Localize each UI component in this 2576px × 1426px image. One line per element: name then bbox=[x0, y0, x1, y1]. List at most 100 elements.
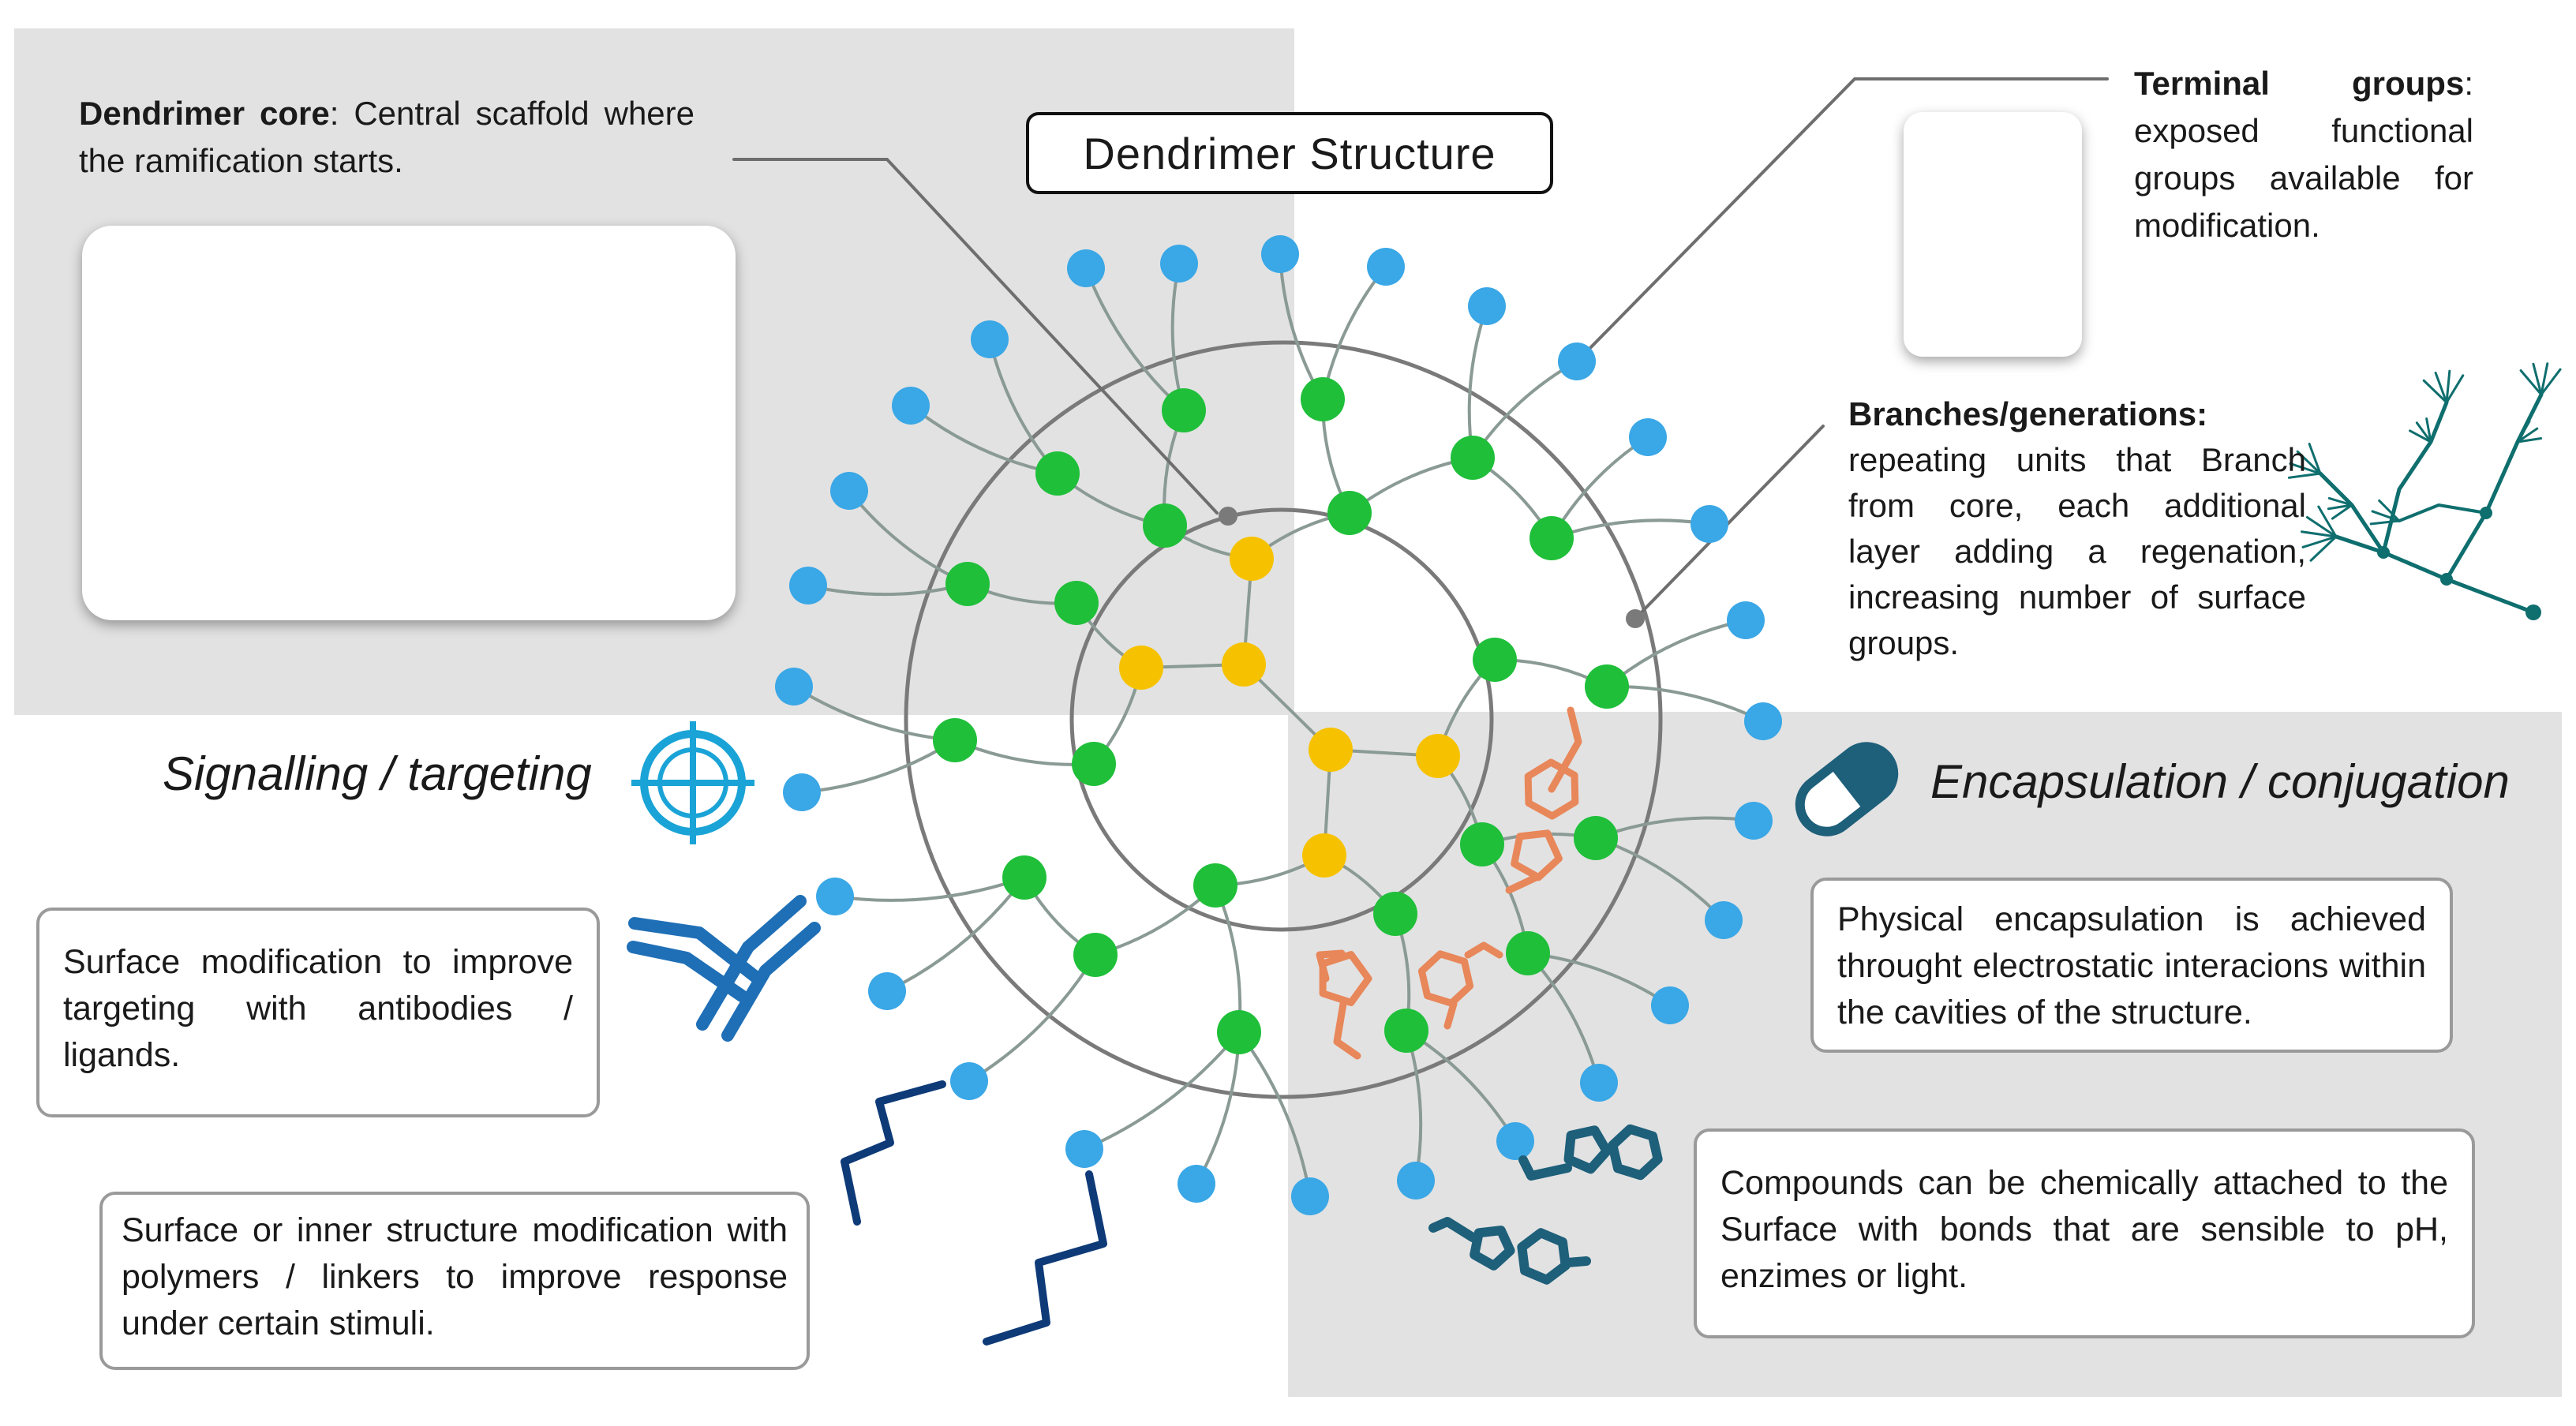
branch-bond bbox=[1214, 885, 1242, 1033]
signalling-box-polymers: Surface or inner structure modification … bbox=[99, 1192, 810, 1370]
branch-node bbox=[1574, 816, 1618, 860]
signalling-title: Signalling / targeting bbox=[163, 747, 592, 800]
tree-icon-node bbox=[2440, 573, 2453, 586]
signalling-box-antibodies: Surface modification to improve targetin… bbox=[36, 908, 600, 1117]
branches-callout-dot bbox=[1626, 609, 1645, 628]
tree-icon-twig bbox=[2516, 437, 2543, 444]
branch-node bbox=[1460, 822, 1504, 866]
terminal-node bbox=[1291, 1177, 1329, 1215]
core-node bbox=[1230, 537, 1274, 581]
branch-node bbox=[1301, 377, 1345, 421]
branch-node bbox=[1193, 863, 1237, 908]
encapsulation-title: Encapsulation / conjugation bbox=[1930, 755, 2510, 808]
terminal-node bbox=[868, 972, 906, 1010]
terminal-bond bbox=[801, 739, 957, 794]
terminal-node bbox=[892, 387, 930, 425]
branch-node bbox=[1072, 742, 1116, 786]
tree-icon-twig bbox=[2425, 417, 2432, 444]
drug-molecule-chain bbox=[1316, 949, 1346, 982]
tree-icon-twig bbox=[2445, 369, 2451, 404]
terminal-node bbox=[971, 320, 1009, 358]
core-node bbox=[1222, 642, 1266, 687]
conjugate-chain bbox=[1563, 1256, 1591, 1267]
terminal-node bbox=[1367, 248, 1405, 286]
tree-icon-node bbox=[2377, 546, 2390, 559]
branch-node bbox=[1530, 516, 1574, 560]
branch-node bbox=[933, 718, 977, 762]
polymer-linker-icon bbox=[983, 1170, 1107, 1346]
antibody-icon-stem bbox=[696, 895, 807, 1031]
conjugate-chain bbox=[1428, 1217, 1477, 1242]
terminal-bond bbox=[1405, 1029, 1517, 1143]
terminal-node bbox=[830, 472, 868, 510]
polymer-linker-icon bbox=[841, 1080, 946, 1226]
drug-molecule-chain bbox=[1443, 1000, 1458, 1030]
encapsulation-box-physical: Physical encapsulation is achieved throu… bbox=[1810, 878, 2453, 1053]
terminal-bond bbox=[988, 339, 1059, 475]
tree-icon-twig bbox=[2327, 503, 2353, 511]
tree-icon-twig bbox=[2409, 429, 2432, 444]
terminal-node bbox=[1261, 235, 1299, 273]
branches-heading: Branches/generations: bbox=[1848, 395, 2208, 432]
branch-node bbox=[1217, 1010, 1261, 1054]
terminal-groups-box bbox=[1904, 112, 2082, 357]
capsule-icon bbox=[1795, 742, 1899, 837]
title-box: Dendrimer Structure bbox=[1026, 112, 1553, 194]
terminal-description: Terminal groups: exposed functional grou… bbox=[2134, 60, 2473, 249]
core-node bbox=[1119, 646, 1163, 690]
tree-icon-twig bbox=[2301, 535, 2338, 548]
core-callout-line bbox=[732, 158, 1219, 515]
tree-icon-twig bbox=[2540, 368, 2562, 396]
branch-node bbox=[1451, 436, 1495, 480]
tree-icon-twig bbox=[2371, 510, 2401, 522]
drug-molecule-ring bbox=[1524, 758, 1579, 820]
tree-icon-twig bbox=[2305, 515, 2338, 538]
terminal-bond bbox=[1551, 518, 1710, 540]
page-title: Dendrimer Structure bbox=[1083, 128, 1496, 178]
terminal-node bbox=[950, 1062, 988, 1100]
tree-icon-twig bbox=[2331, 503, 2353, 520]
branch-node bbox=[1585, 664, 1629, 709]
branch-node bbox=[1384, 1009, 1428, 1053]
tree-icon-twig bbox=[2516, 420, 2531, 444]
terminal-node bbox=[816, 878, 854, 915]
branch-node bbox=[1373, 892, 1417, 936]
terminal-heading: Terminal groups bbox=[2134, 65, 2465, 102]
terminal-callout-line bbox=[1582, 77, 2109, 357]
terminal-bond bbox=[1595, 816, 1754, 840]
terminal-bond bbox=[807, 582, 968, 597]
branch-node bbox=[1035, 451, 1080, 496]
drug-molecule-ring bbox=[1417, 950, 1474, 1007]
terminal-bond bbox=[1237, 1031, 1312, 1197]
tree-icon-twig bbox=[2540, 362, 2549, 396]
terminal-bond bbox=[1606, 684, 1764, 723]
terminal-node bbox=[1397, 1162, 1435, 1200]
branches-callout-line bbox=[1632, 425, 1825, 622]
signalling-box-polymers-text: Surface or inner structure modification … bbox=[122, 1211, 788, 1342]
tree-icon-branch bbox=[2398, 503, 2488, 522]
core-node bbox=[1302, 833, 1346, 878]
conjugate-chain bbox=[1518, 1155, 1572, 1181]
terminal-node bbox=[1065, 1130, 1103, 1168]
outer-generation-ring bbox=[904, 340, 1663, 1099]
terminal-node bbox=[789, 567, 827, 604]
conjugate-ring bbox=[1517, 1228, 1571, 1285]
core-molecules-box bbox=[82, 226, 736, 620]
tree-icon-node bbox=[2480, 507, 2492, 519]
branch-node bbox=[1327, 491, 1372, 535]
tree-icon-twig bbox=[2519, 369, 2543, 396]
tree-icon-twig bbox=[2422, 379, 2448, 404]
tree-icon-twig bbox=[2289, 462, 2322, 475]
tree-icon-twig bbox=[2445, 374, 2465, 404]
core-heading: Dendrimer core bbox=[79, 95, 330, 132]
tree-icon-branch bbox=[2381, 400, 2449, 555]
branch-node bbox=[1473, 638, 1517, 682]
branch-node bbox=[1054, 581, 1099, 625]
terminal-node bbox=[1178, 1165, 1215, 1203]
tree-icon-twig bbox=[2378, 499, 2401, 522]
terminal-node bbox=[1744, 702, 1782, 740]
core-callout-dot bbox=[1219, 507, 1237, 526]
tree-icon-twig bbox=[2308, 442, 2322, 475]
terminal-node bbox=[1727, 601, 1765, 639]
